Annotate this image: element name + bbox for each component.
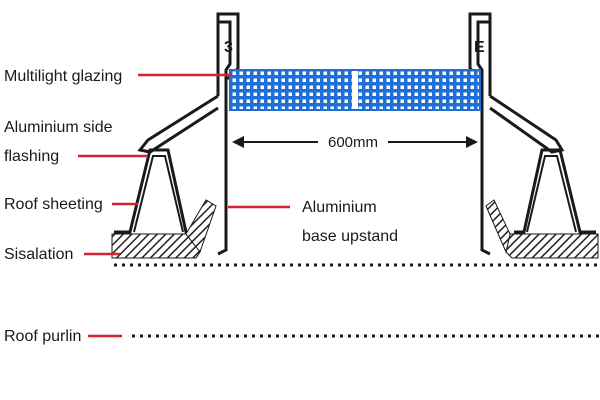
leader-lines: [78, 73, 290, 338]
right-roof-sheeting-profile: [514, 148, 596, 234]
right-hatched-riser: [485, 199, 511, 254]
right-side-flashing: [489, 94, 565, 154]
left-roof-sheeting-profile: [114, 148, 196, 234]
label-multilight-glazing: Multilight glazing: [4, 68, 122, 85]
right-upstand: [480, 22, 492, 256]
glazing-panel-right: [358, 70, 480, 110]
dimension-600mm: 600mm: [232, 134, 478, 151]
left-hatched-riser: [185, 199, 217, 254]
right-roof-sheeting-inner: [526, 155, 577, 233]
dimension-text: 600mm: [328, 134, 378, 151]
dimension-arrow-right-icon: [466, 136, 478, 148]
dimension-arrow-left-icon: [232, 136, 244, 148]
label-aluminium-base-upstand-line2: base upstand: [302, 228, 398, 245]
right-clip-glyph: E: [474, 39, 485, 56]
multilight-glazing-panel: [229, 69, 481, 111]
left-roof-sheeting-inner: [133, 155, 184, 233]
label-roof-sheeting: Roof sheeting: [4, 196, 103, 213]
glazing-panel-left: [230, 70, 352, 110]
glazing-panel-outline: [229, 69, 481, 111]
label-aluminium-side-flashing-line2: flashing: [4, 148, 59, 165]
left-clip-glyph: 3: [224, 39, 233, 56]
label-aluminium-side-flashing-line1: Aluminium side: [4, 119, 113, 136]
right-hatched-insulation: [505, 233, 599, 259]
left-side-flashing: [137, 94, 219, 154]
left-hatched-insulation: [111, 233, 201, 259]
right-assembly: E: [468, 12, 599, 259]
label-aluminium-base-upstand-line1: Aluminium: [302, 199, 377, 216]
left-upstand: [216, 22, 228, 256]
label-roof-purlin: Roof purlin: [4, 328, 81, 345]
label-sisalation: Sisalation: [4, 246, 73, 263]
left-assembly: 3: [111, 12, 240, 259]
